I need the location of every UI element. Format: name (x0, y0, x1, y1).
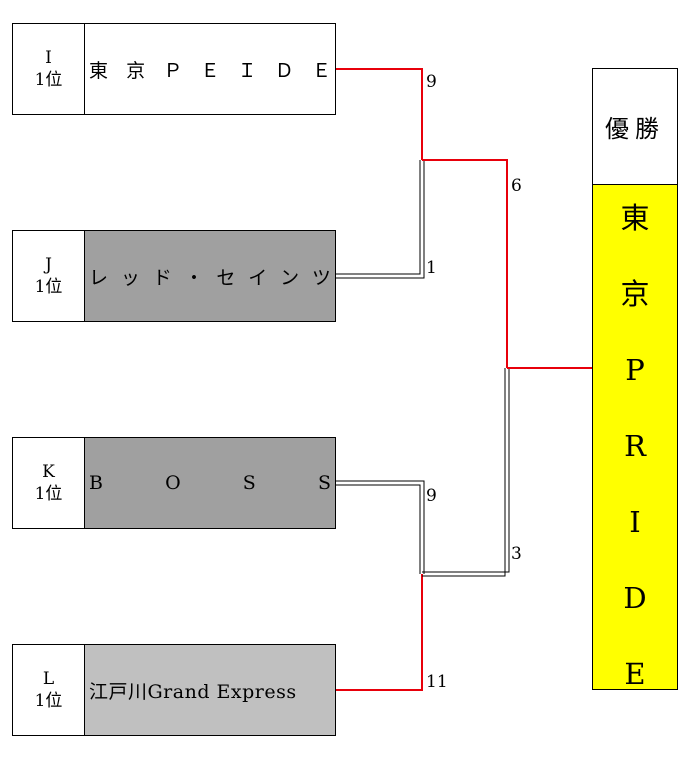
team-name-char: 東 (89, 59, 109, 82)
team-name-char: ン (280, 266, 300, 289)
team-name: B O S S (85, 438, 335, 528)
path-team-l-winner (336, 574, 423, 691)
team-name-char: イ (248, 266, 268, 289)
team-name-char: Ｄ (274, 59, 294, 82)
group-label: J (45, 255, 52, 275)
team-name-char: Ｅ (200, 59, 220, 82)
champion-name-char: P (625, 353, 645, 387)
score-match1-bottom: 1 (426, 258, 437, 278)
seed-cell-i: I 1位 (13, 24, 85, 114)
score-match2-top: 9 (426, 486, 437, 506)
path-semi2-loser (422, 368, 510, 577)
team-box-i: I 1位 東 京 Ｐ Ｅ Ｉ Ｄ Ｅ (12, 23, 336, 115)
team-name-char: ド (152, 266, 172, 289)
seed-cell-l: L 1位 (13, 645, 85, 735)
team-name-char: 京 (126, 59, 146, 82)
team-name: レ ッ ド ・ セ イ ン ツ (85, 231, 335, 321)
seed-cell-j: J 1位 (13, 231, 85, 321)
team-name-char: セ (216, 266, 236, 289)
score-match2-bottom: 11 (426, 672, 448, 692)
group-label: K (42, 462, 55, 482)
champion-name: 東 京 P R I D E (593, 185, 677, 725)
champion-name-char: I (629, 505, 641, 539)
seed-cell-k: K 1位 (13, 438, 85, 528)
team-name-char: O (165, 472, 181, 494)
rank-label: 1位 (34, 691, 63, 711)
path-semi1-winner (422, 159, 508, 368)
champion-name-char: 東 (620, 201, 650, 235)
score-final-bottom: 3 (511, 544, 522, 564)
champion-name-char: R (624, 429, 646, 463)
group-label: I (45, 48, 52, 68)
score-final-top: 6 (511, 176, 522, 196)
team-name-char: ・ (184, 266, 204, 289)
team-name-char: S (317, 472, 331, 494)
champion-name-char: E (624, 657, 646, 691)
path-team-j-loser (336, 160, 425, 279)
team-name-char: Ｐ (163, 59, 183, 82)
team-name-char: レ (89, 266, 109, 289)
team-name-char: ッ (120, 266, 140, 289)
team-name-char: ツ (311, 266, 331, 289)
team-name-char: Ｉ (237, 59, 257, 82)
team-box-l: L 1位 江戸川Grand Express (12, 644, 336, 736)
team-name-char: Ｅ (311, 59, 331, 82)
team-name-char: S (242, 472, 256, 494)
team-name-text: 江戸川Grand Express (89, 680, 297, 703)
champion-name-char: D (623, 581, 647, 615)
group-label: L (42, 669, 55, 689)
team-name-char: B (89, 472, 103, 494)
path-team-k-loser (336, 480, 425, 574)
score-match1-top: 9 (426, 72, 437, 92)
champion-label: 優勝 (593, 69, 677, 185)
team-box-k: K 1位 B O S S (12, 437, 336, 529)
rank-label: 1位 (34, 484, 63, 504)
path-team-i-winner (336, 68, 423, 160)
team-box-j: J 1位 レ ッ ド ・ セ イ ン ツ (12, 230, 336, 322)
team-name: 江戸川Grand Express (85, 645, 335, 735)
champion-box: 優勝 東 京 P R I D E (592, 68, 678, 691)
rank-label: 1位 (34, 70, 63, 90)
rank-label: 1位 (34, 277, 63, 297)
team-name: 東 京 Ｐ Ｅ Ｉ Ｄ Ｅ (85, 24, 335, 114)
champion-name-char: 京 (620, 277, 650, 311)
